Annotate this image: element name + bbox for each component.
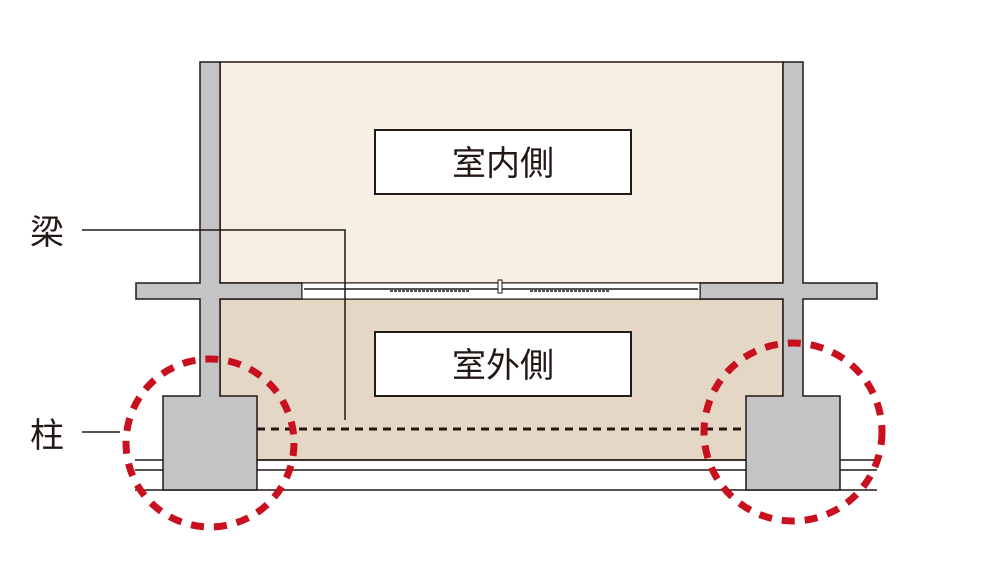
column-label: 柱 xyxy=(30,416,64,456)
outdoor-label: 室外側 xyxy=(452,346,554,386)
beam-label: 梁 xyxy=(30,213,64,253)
left-column-highlight-circle xyxy=(122,355,298,531)
indoor-label: 室内側 xyxy=(452,144,554,184)
window-sash xyxy=(301,279,701,300)
right-column-highlight-circle xyxy=(700,339,886,525)
left-structure xyxy=(135,61,303,491)
indoor-label-box xyxy=(374,129,632,195)
outdoor-label-box xyxy=(374,331,632,397)
beam-leader-line xyxy=(82,229,346,420)
